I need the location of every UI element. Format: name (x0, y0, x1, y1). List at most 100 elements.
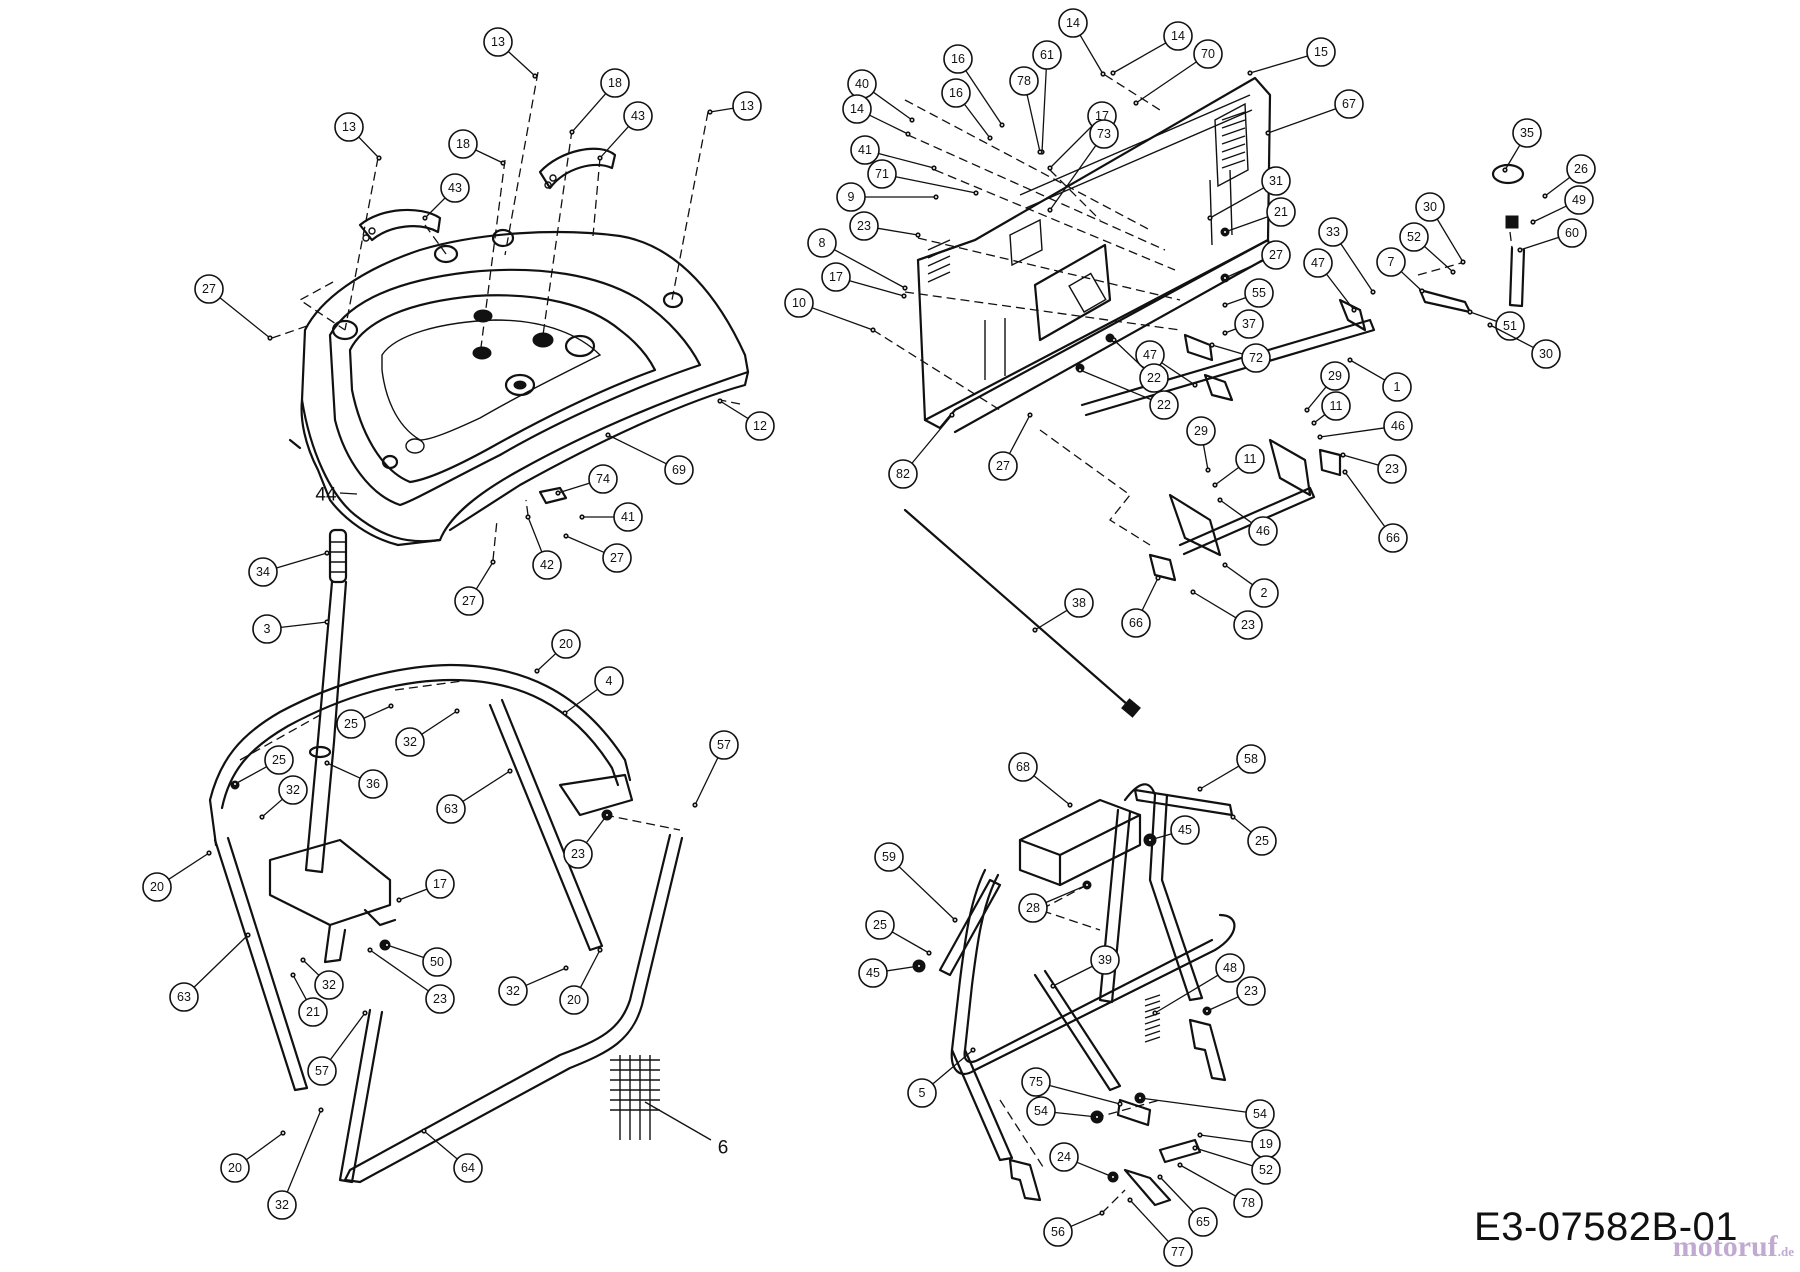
callout-leader-tip (1137, 1095, 1143, 1101)
callout-bubble (336, 709, 366, 739)
callout-number: 25 (272, 753, 286, 767)
callout-leader-line (1209, 187, 1265, 219)
callout-leader-tip (1530, 219, 1536, 225)
part-callout-49: 49 (1530, 185, 1594, 225)
callout-leader-tip (500, 160, 506, 166)
callout-number: 63 (444, 802, 458, 816)
watermark-name: motoruf (1672, 1230, 1778, 1263)
part-callout-36: 36 (324, 760, 388, 799)
callout-number: 32 (322, 978, 336, 992)
callout-number: 20 (150, 880, 164, 894)
callout-number: 32 (403, 735, 417, 749)
part-callout-75: 75 (1021, 1067, 1123, 1107)
part-callout-67: 67 (1265, 89, 1364, 136)
callout-number: 78 (1241, 1196, 1255, 1210)
callout-number: 66 (1129, 616, 1143, 630)
part-callout-23: 23 (849, 211, 921, 241)
callout-leader-line (1232, 816, 1252, 833)
callout-leader-tip (507, 768, 513, 774)
callout-leader-tip (206, 850, 212, 856)
callout-bubble (1149, 390, 1179, 420)
callout-number: 42 (540, 558, 554, 572)
callout-leader-tip (973, 190, 979, 196)
callout-leader-line (1026, 94, 1041, 153)
callout-leader-line (932, 1049, 974, 1085)
callout-number: 16 (951, 52, 965, 66)
callout-bubble (298, 997, 328, 1027)
callout-leader-tip (1205, 467, 1211, 473)
callout-leader-tip (384, 942, 390, 948)
callout-leader-tip (1084, 882, 1090, 888)
callout-number: 13 (342, 120, 356, 134)
callout-leader-tip (367, 947, 373, 953)
callout-leader-tip (1230, 814, 1236, 820)
callout-bubble (1399, 222, 1429, 252)
callout-leader-tip (532, 73, 538, 79)
callout-leader-tip (1094, 1114, 1100, 1120)
callout-leader-tip (1177, 1162, 1183, 1168)
part-callout-78: 78 (1177, 1162, 1263, 1218)
callout-leader-tip (931, 165, 937, 171)
callout-bubble (1564, 185, 1594, 215)
callout-number: 66 (1386, 531, 1400, 545)
callout-leader-line (719, 400, 749, 420)
callout-leader-tip (1311, 420, 1317, 426)
callout-number: 67 (1342, 97, 1356, 111)
callout-bubble (425, 869, 455, 899)
callout-leader-line (1532, 205, 1567, 223)
callout-number: 18 (456, 137, 470, 151)
part-callout-18: 18 (448, 129, 506, 166)
part-callout-73: 73 (1047, 119, 1119, 213)
part-callout-9: 9 (836, 182, 939, 212)
callout-leader-tip (396, 897, 402, 903)
part-callout-23: 23 (367, 947, 455, 1014)
callout-bubble (1261, 166, 1291, 196)
part-callout-11: 11 (1311, 391, 1351, 426)
callout-leader-line (1224, 564, 1254, 586)
callout-bubble (440, 173, 470, 203)
callout-number: 75 (1029, 1075, 1043, 1089)
callout-leader-tip (1419, 288, 1425, 294)
part-callout-37: 37 (1222, 309, 1264, 339)
callout-number: 10 (792, 296, 806, 310)
callout-leader-line (1049, 125, 1093, 169)
callout-number: 11 (1244, 452, 1257, 466)
callout-leader-line (1319, 427, 1385, 438)
callout-leader-tip (563, 533, 569, 539)
callout-bubble (867, 159, 897, 189)
callout-bubble (1170, 815, 1200, 845)
callout-leader-tip (1317, 434, 1323, 440)
part-callout-30: 30 (1487, 322, 1561, 369)
callout-leader-tip (324, 550, 330, 556)
callout-leader-line (694, 757, 719, 806)
callout-leader-line (898, 866, 956, 921)
callout-leader-line (462, 770, 511, 802)
part-callouts: 1313131818434327126974412742273432042532… (142, 8, 1596, 1267)
callout-leader-tip (1100, 71, 1106, 77)
callout-leader-line (1340, 243, 1374, 293)
callout-bubble (278, 775, 308, 805)
callout-bubble (943, 44, 973, 74)
part-callout-23: 23 (1204, 976, 1266, 1014)
callout-leader-line (358, 136, 380, 159)
part-callout-33: 33 (1318, 217, 1376, 295)
callout-leader-tip (1111, 337, 1117, 343)
part-callout-23: 23 (1190, 589, 1263, 640)
part-callout-4: 4 (562, 666, 624, 716)
callout-bubble (559, 985, 589, 1015)
callout-leader-line (245, 1132, 284, 1161)
callout-number: 25 (1255, 834, 1269, 848)
callout-bubble (1032, 40, 1062, 70)
callout-bubble (1248, 516, 1278, 546)
callout-number: 82 (896, 467, 910, 481)
callout-number: 63 (177, 990, 191, 1004)
callout-leader-tip (1077, 367, 1083, 373)
callout-leader-tip (1265, 130, 1271, 136)
callout-leader-tip (1222, 229, 1228, 235)
callout-leader-line (1179, 1164, 1237, 1197)
callout-number: 47 (1311, 256, 1325, 270)
callout-leader-tip (1099, 1210, 1105, 1216)
callout-bubble (1058, 8, 1088, 38)
callout-leader-line (1469, 311, 1498, 322)
